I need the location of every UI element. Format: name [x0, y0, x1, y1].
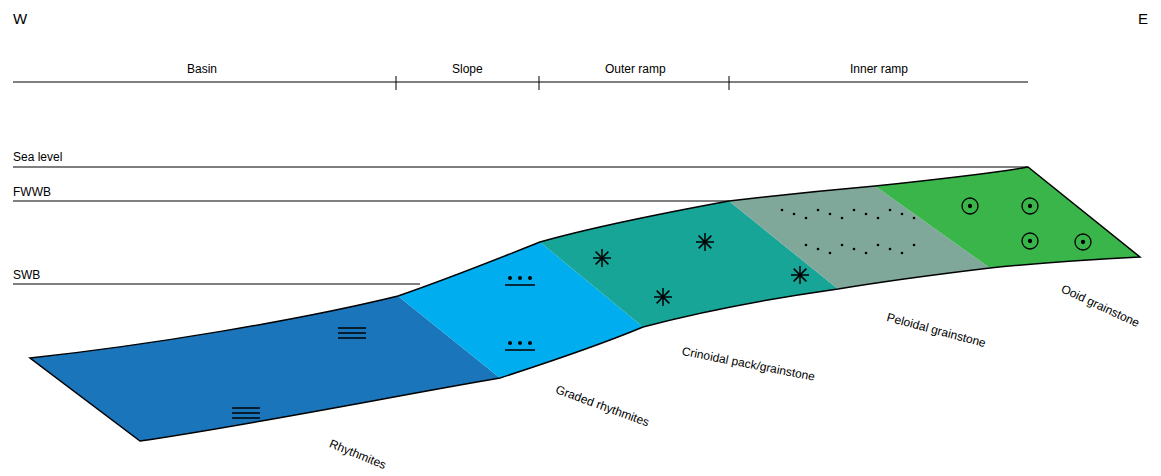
- rhythmite-symbol: [232, 328, 366, 418]
- zone-label: Outer ramp: [605, 62, 666, 76]
- facies-label: Peloidal grainstone: [885, 310, 987, 350]
- level-label: Sea level: [13, 150, 62, 164]
- peloid-symbol: [781, 209, 916, 255]
- zone-tick: [729, 76, 730, 90]
- facies-label: Graded rhythmites: [554, 382, 652, 429]
- compass-label: E: [1138, 12, 1148, 26]
- ramp-outline: [30, 167, 1140, 441]
- level-label: FWWB: [13, 185, 51, 199]
- sea-level-line: [13, 167, 1028, 168]
- compass-label: W: [13, 12, 27, 26]
- zone-tick: [539, 76, 540, 90]
- ooid-symbol: [962, 198, 1091, 250]
- zone-label: Slope: [452, 62, 483, 76]
- level-label: SWB: [13, 268, 40, 282]
- zone-label: Basin: [187, 62, 217, 76]
- swb-line: [13, 284, 420, 285]
- facies-label: Ooid grainstone: [1059, 282, 1142, 330]
- crinoid-symbol: [593, 233, 809, 306]
- fwwb-line: [13, 201, 729, 202]
- graded-rhythmite-symbol: [505, 276, 535, 350]
- zone-tick: [396, 76, 397, 90]
- facies-label: Rhythmites: [327, 437, 388, 472]
- zone-bar: [13, 82, 1028, 83]
- slope-facies: [398, 242, 643, 378]
- facies-label: Crinoidal pack/grainstone: [681, 344, 817, 384]
- zone-label: Inner ramp: [850, 62, 908, 76]
